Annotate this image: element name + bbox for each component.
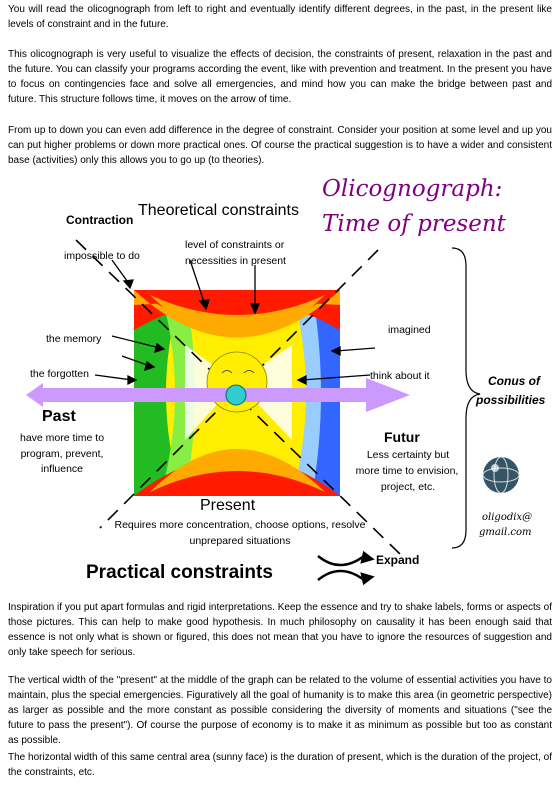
olicognograph-diagram — [26, 239, 520, 586]
diagram-title-line-2: Time of present — [322, 211, 506, 237]
label-past: Past — [42, 408, 76, 425]
label-theoretical-constraints: Theoretical constraints — [138, 202, 299, 219]
label-level-line-1: level of constraints or — [185, 239, 285, 251]
body-paragraph-1: Inspiration if you put apart formulas an… — [8, 602, 552, 658]
intro-paragraph-3: From up to down you can even add differe… — [8, 125, 552, 165]
label-conus-2: possibilities — [476, 393, 546, 407]
label-conus-1: Conus of — [488, 374, 540, 388]
label-think-about-it: think about it — [370, 370, 430, 382]
label-forgotten: the forgotten — [30, 368, 89, 380]
intro-paragraph-1: You will read the olicognograph from lef… — [8, 4, 552, 30]
label-impossible: impossible to do — [64, 250, 140, 262]
body-paragraph-2: The vertical width of the "present" at t… — [8, 675, 552, 746]
present-desc-2: unprepared situations — [189, 535, 291, 547]
body-paragraph-3: The horizontal width of this same centra… — [8, 752, 552, 778]
present-desc-1: Requires more concentration, choose opti… — [114, 519, 366, 531]
email-line-2: gmail.com — [479, 527, 532, 538]
email-line-1: oligodix@ — [482, 512, 533, 523]
label-present: Present — [200, 497, 256, 514]
past-desc-1: have more time to — [20, 432, 105, 444]
crossed-arrows-icon — [317, 550, 375, 586]
futur-desc-1: Less certainty but — [366, 449, 450, 461]
intro-paragraph-2: This olicognograph is very useful to vis… — [8, 49, 552, 105]
label-futur: Futur — [384, 429, 420, 445]
time-arrow — [26, 378, 410, 412]
past-desc-2: program, prevent, — [20, 448, 104, 460]
label-level-line-2: necessities in present — [185, 255, 286, 267]
label-contraction: Contraction — [66, 213, 134, 227]
futur-desc-3: project, etc. — [380, 481, 436, 493]
diagram-title-line-1: Olicognograph: — [322, 176, 503, 202]
futur-desc-2: more time to envision, — [355, 465, 459, 477]
label-expand: Expand — [376, 553, 420, 567]
curly-brace-icon — [451, 247, 481, 549]
label-practical-constraints: Practical constraints — [86, 562, 273, 583]
globe-logo-icon — [482, 456, 520, 494]
label-imagined: imagined — [388, 324, 431, 336]
label-memory: the memory — [46, 333, 102, 345]
past-desc-3: influence — [40, 463, 84, 475]
